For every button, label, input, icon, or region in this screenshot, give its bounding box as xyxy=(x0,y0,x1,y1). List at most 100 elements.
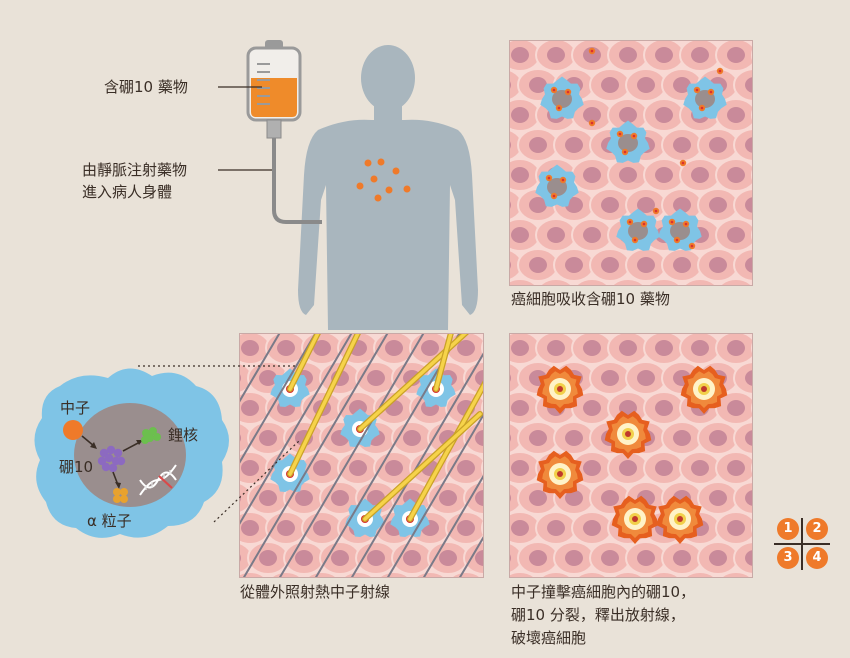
normal-cell xyxy=(679,451,721,485)
nucleus xyxy=(74,403,186,507)
neutron-beam-line xyxy=(242,334,389,577)
normal-cell xyxy=(445,511,483,545)
body-illustration xyxy=(218,40,478,330)
normal-cell xyxy=(643,98,685,132)
cancer-cell xyxy=(535,164,579,207)
normal-cell xyxy=(319,481,361,515)
lithium-nucleus-icon xyxy=(141,427,161,444)
label-neutron: 中子 xyxy=(60,399,91,417)
destroyed-cancer-cell xyxy=(611,495,659,544)
panel-drug-absorption xyxy=(509,40,753,286)
normal-cell xyxy=(247,481,289,515)
normal-cell xyxy=(355,541,397,575)
cancer-cell xyxy=(658,208,702,251)
normal-cell xyxy=(679,41,721,72)
label-alpha: α 粒子 xyxy=(87,512,132,530)
human-silhouette xyxy=(298,45,478,330)
normal-cell xyxy=(715,98,752,132)
normal-cell xyxy=(697,541,739,575)
neutron-beam xyxy=(288,334,360,476)
normal-cell xyxy=(733,128,752,162)
normal-cell xyxy=(661,421,703,455)
normal-cell xyxy=(625,541,667,575)
normal-cell xyxy=(445,451,483,485)
neutron-beam xyxy=(408,383,483,521)
normal-cell xyxy=(697,188,739,222)
cancer-cell xyxy=(540,76,584,119)
normal-cell xyxy=(517,541,559,575)
cancer-cell xyxy=(683,76,727,119)
normal-cell xyxy=(553,128,595,162)
normal-cell xyxy=(301,511,343,545)
label-boron-drug: 含硼10 藥物 xyxy=(104,78,188,96)
normal-cell xyxy=(715,158,752,192)
neutron-beam xyxy=(358,334,468,431)
normal-cell xyxy=(589,361,631,395)
destroyed-cancer-cell xyxy=(604,410,652,459)
normal-cell xyxy=(571,41,613,72)
normal-cell xyxy=(305,571,339,577)
normal-cell xyxy=(697,248,739,282)
iv-bag-icon xyxy=(246,40,322,224)
normal-cell xyxy=(733,248,752,282)
destroyed-cancer-cell xyxy=(680,365,728,414)
normal-cell xyxy=(539,278,573,285)
legend-step-3: 3 xyxy=(777,547,799,569)
normal-cell xyxy=(625,68,667,102)
normal-cell xyxy=(391,541,433,575)
panel-cell-destruction xyxy=(509,333,753,578)
normal-cell xyxy=(510,278,537,285)
destroyed-cancer-cell xyxy=(536,365,584,414)
normal-cell xyxy=(481,460,483,476)
neutron-beam-line xyxy=(278,334,425,577)
cancer-cell xyxy=(616,208,660,251)
caption-panel4-line2: 硼10 分裂，釋出放射線， xyxy=(511,606,685,624)
alpha-particle-icon xyxy=(113,488,128,503)
normal-cell xyxy=(571,158,613,192)
normal-cell xyxy=(535,41,577,72)
normal-cell xyxy=(611,278,645,285)
neutron-beam xyxy=(363,412,482,521)
cancer-cell xyxy=(606,120,650,163)
normal-cell xyxy=(683,571,717,577)
dna-icon xyxy=(139,464,177,496)
normal-cell xyxy=(517,421,559,455)
normal-cell xyxy=(715,451,752,485)
normal-cell xyxy=(715,334,752,365)
caption-panel3: 從體外照射熱中子射線 xyxy=(240,583,391,601)
normal-cell xyxy=(625,248,667,282)
destroyed-cancer-cell xyxy=(536,450,584,499)
normal-cell xyxy=(510,158,541,192)
normal-cell xyxy=(463,481,483,515)
normal-cell xyxy=(589,68,631,102)
neutron-beam-line xyxy=(240,334,281,403)
normal-cell xyxy=(611,571,645,577)
normal-cell xyxy=(679,334,721,365)
neutron-beam-line xyxy=(314,334,461,577)
normal-cell xyxy=(535,511,577,545)
normal-cell xyxy=(589,188,631,222)
drug-dots-in-body xyxy=(356,158,411,202)
normal-cell xyxy=(643,158,685,192)
normal-cell xyxy=(535,218,577,252)
normal-cell xyxy=(733,481,752,515)
normal-cell xyxy=(571,218,613,252)
normal-cell xyxy=(571,334,613,365)
normal-cell xyxy=(510,334,541,365)
normal-cell xyxy=(481,520,483,536)
normal-cell xyxy=(715,41,752,72)
boron10-cluster-icon xyxy=(97,445,126,473)
normal-cell xyxy=(553,248,595,282)
neutron-beam-line xyxy=(240,334,353,525)
normal-cell xyxy=(697,128,739,162)
caption-panel4-line1: 中子撞擊癌細胞內的硼10， xyxy=(511,583,696,601)
normal-cell xyxy=(589,541,631,575)
normal-cell xyxy=(607,158,649,192)
normal-cell xyxy=(571,98,613,132)
normal-cell xyxy=(463,541,483,575)
label-lithium: 鋰核 xyxy=(168,426,199,444)
normal-cell xyxy=(643,41,685,72)
normal-cell xyxy=(733,361,752,395)
normal-cell xyxy=(661,541,703,575)
normal-cell xyxy=(643,334,685,365)
